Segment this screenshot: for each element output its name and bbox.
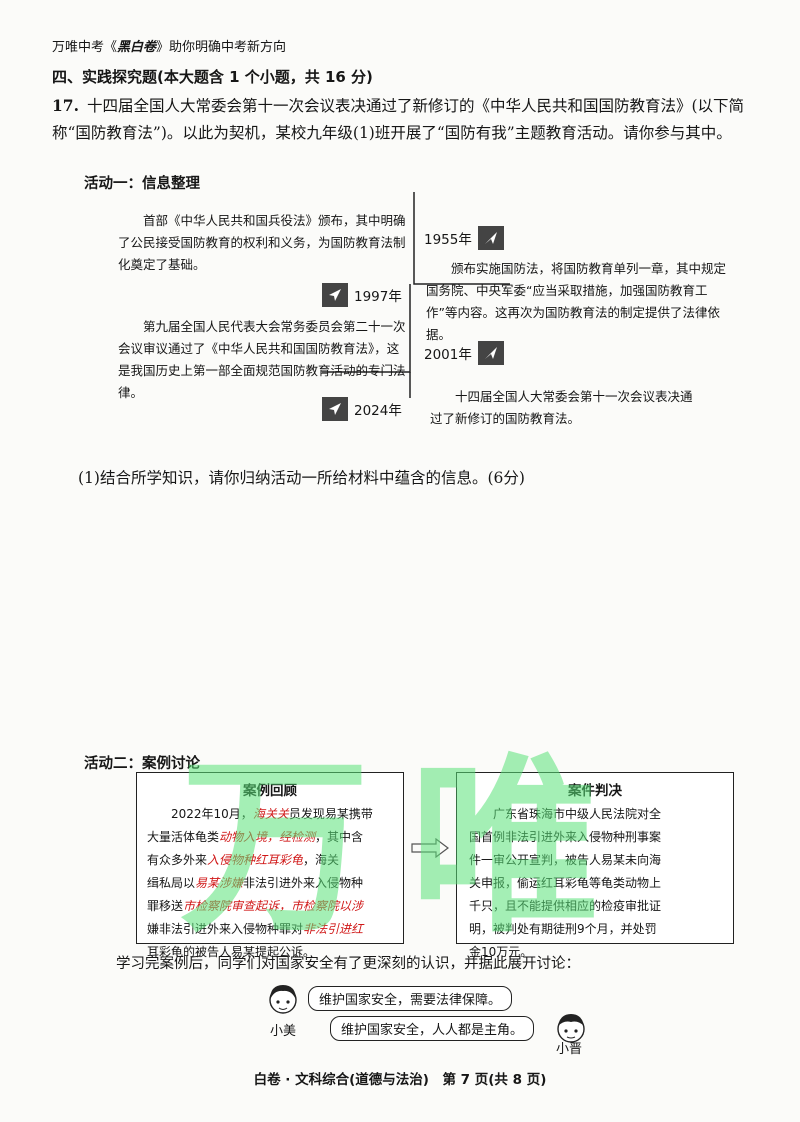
sub-question-1: (1)结合所学知识，请你归纳活动一所给材料中蕴含的信息。(6分) [78,469,525,487]
case-judgment-title: 案件判决 [568,783,622,799]
timeline-year-1955: 1955年 [418,225,504,251]
case-summary: 学习完案例后，同学们对国家安全有了更深刻的认识，并据此展开讨论： [116,956,580,972]
send-arrow-icon [477,226,504,250]
speaker-xiaomei: 小美 [270,1024,297,1039]
timeline-year-2024: 2024年 [322,396,408,422]
timeline-lines [322,192,510,398]
send-arrow-icon [477,341,504,365]
speaker-xiaojin: 小晋 [556,1042,583,1057]
case-review-title: 案例回顾 [243,783,297,799]
timeline-text-2024: 十四届全国人大常委会第十一次会议表决通过了新修订的国防教育法。 [430,389,693,426]
speech-bubble-xiaomei: 维护国家安全，需要法律保障。 [308,986,513,1011]
send-arrow-icon [322,283,348,307]
activity2-title: 活动二：案例讨论 [84,756,200,772]
section-title: 四、实践探究题(本大题含 1 个小题，共 16 分) [52,68,373,86]
page-footer: 白卷 · 文科综合(道德与法治) 第 7 页(共 8 页) [253,1072,547,1088]
question-17: 17.十四届全国人大常委会第十一次会议表决通过了新修订的《中华人民共和国国防教育… [52,92,762,147]
case-review-text: 2022年10月，海关关员发现易某携带 大量活体龟类动物入境，经检测，其中含 有… [147,807,373,959]
question-number: 17. [52,96,79,115]
timeline-text-1997: 颁布实施国防法，将国防教育单列一章，其中规定国务院、中央军委“应当采取措施，加强… [426,261,727,342]
timeline-year-1997: 1997年 [322,282,408,308]
boy-avatar-icon [557,1014,585,1043]
right-arrow-icon [411,838,449,858]
case-judgment-box: 案件判决 广东省珠海市中级人民法院对全 国首例非法引进外来入侵物种刑事案 件一审… [456,772,734,959]
page-header: 万唯中考《黑白卷》助你明确中考新方向 [52,40,287,55]
question-text: 十四届全国人大常委会第十一次会议表决通过了新修订的《中华人民共和国国防教育法》(… [52,97,745,142]
timeline-year-2001: 2001年 [418,340,504,366]
speech-bubble-xiaojin: 维护国家安全，人人都是主角。 [330,1016,535,1041]
case-review-box: 案例回顾 2022年10月，海关关员发现易某携带 大量活体龟类动物入境，经检测，… [136,772,404,959]
timeline-text-2001: 第九届全国人民代表大会常务委员会第二十一次会议审议通过了《中华人民共和国国防教育… [118,319,406,400]
girl-avatar-icon [269,985,297,1014]
timeline-text-1955: 首部《中华人民共和国兵役法》颁布，其中明确了公民接受国防教育的权利和义务，为国防… [118,213,406,272]
send-arrow-icon [322,397,348,421]
case-judgment-text: 广东省珠海市中级人民法院对全 国首例非法引进外来入侵物种刑事案 件一审公开宣判，… [469,807,662,959]
brand-name: 黑白卷 [117,40,157,55]
activity1-title: 活动一：信息整理 [84,176,200,192]
